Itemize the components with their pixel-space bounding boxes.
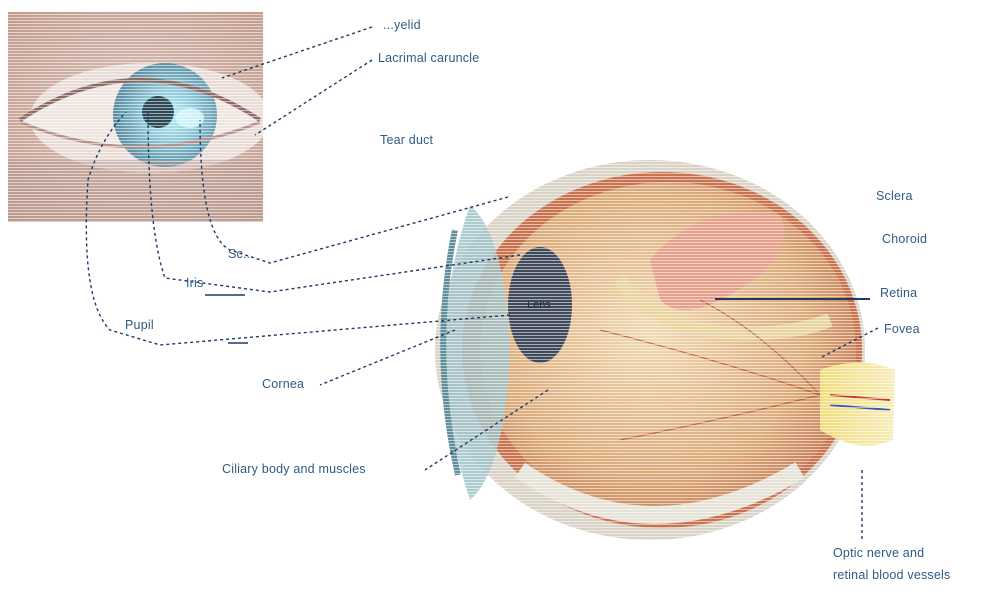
label-retina: Retina: [880, 286, 917, 300]
label-tear-duct: Tear duct: [380, 133, 433, 147]
label-lacrimal-caruncle: Lacrimal caruncle: [378, 51, 479, 65]
label-sclera-front: Sc..: [228, 247, 250, 261]
label-optic-nerve-2: retinal blood vessels: [833, 568, 950, 582]
label-iris: Iris: [186, 276, 203, 290]
label-fovea: Fovea: [884, 322, 920, 336]
label-lens: Lens: [527, 299, 551, 311]
eye-photo: [8, 12, 270, 222]
label-pupil: Pupil: [125, 318, 154, 332]
label-ciliary-body: Ciliary body and muscles: [222, 462, 366, 476]
leader-lacrimal: [255, 60, 372, 135]
eye-cross-section: [430, 160, 900, 550]
label-optic-nerve-1: Optic nerve and: [833, 546, 924, 560]
label-eyelid: ...yelid: [383, 18, 421, 32]
label-cornea: Cornea: [262, 377, 304, 391]
label-choroid: Choroid: [882, 232, 927, 246]
label-sclera: Sclera: [876, 189, 913, 203]
